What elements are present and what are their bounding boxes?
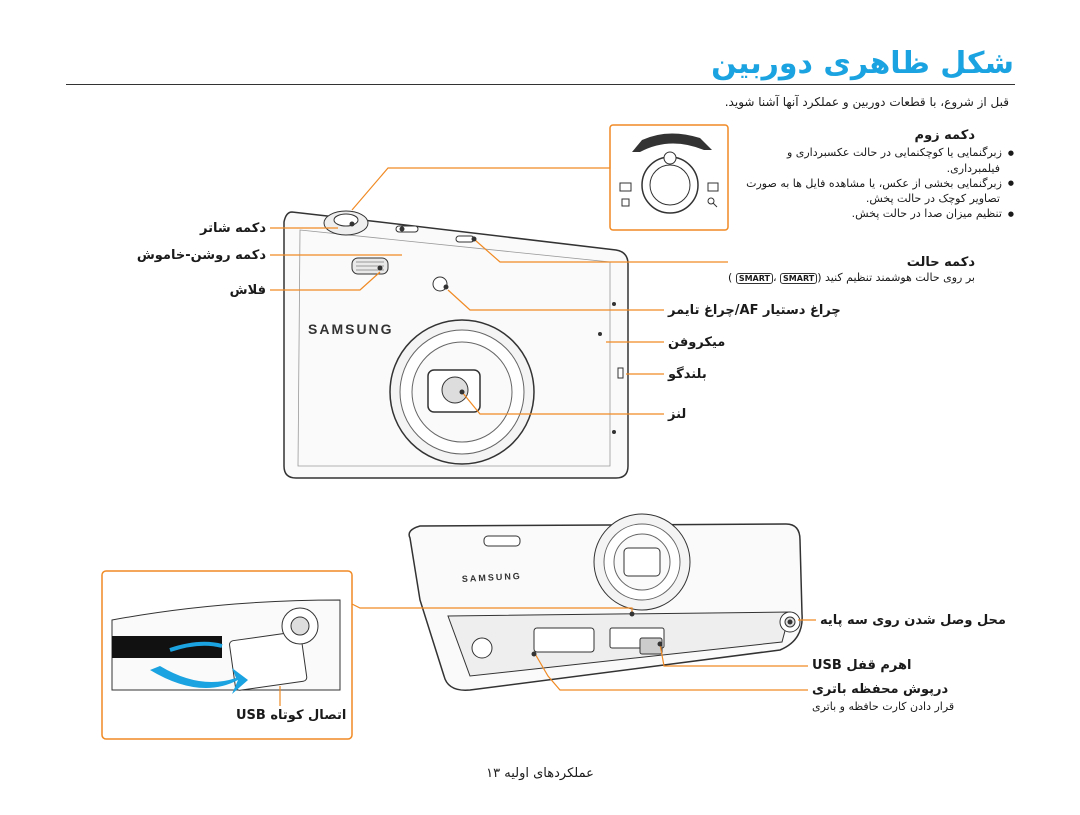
label-flash: فلاش [229, 283, 266, 298]
page-title: شکل ظاهری دوربین [711, 46, 1014, 81]
battery-door-desc: قرار دادن کارت حافظه و باتری [812, 700, 955, 713]
label-tripod: محل وصل شدن روی سه پایه [820, 613, 1006, 628]
label-battery-door: درپوش محفظه باتری [812, 682, 949, 697]
zoom-bullet-2-cont: تصاویر کوچک در حالت پخش. [865, 192, 1000, 205]
zoom-bullet-2: زبرگنمایی بخشی از عکس، یا مشاهده فایل ها… [734, 176, 1014, 192]
af-lamp [432, 276, 448, 292]
magnifier-icon [707, 197, 715, 205]
zoom-bullet-1-cont: فیلمبرداری. [946, 161, 1000, 175]
mode-desc-close: ) [728, 271, 736, 284]
mode-button [455, 235, 475, 243]
usb-cable-plug [229, 631, 308, 691]
mode-desc-text: بر روی حالت هوشمند تنظیم کنید ( [817, 271, 975, 284]
smart-auto-icon: SMART [780, 273, 818, 284]
zoom-bullet-3: تنظیم میزان صدا در حالت پخش. [734, 206, 1014, 222]
camera-brand-front: SAMSUNG [308, 321, 394, 337]
mode-description: بر روی حالت هوشمند تنظیم کنید (SMART ،SM… [728, 271, 975, 284]
label-af-lamp: چراغ دستیار AF/چراغ تایمر [668, 303, 841, 318]
camera-brand-bottom: SAMSUNG [462, 571, 522, 584]
label-power: دکمه روشن-خاموش [136, 248, 266, 263]
zoom-bullets: زبرگنمایی یا کوچکنمایی در حالت عکسبرداری… [734, 145, 1014, 222]
label-speaker: بلندگو [668, 367, 707, 382]
insert-arrow-icon [150, 666, 248, 694]
label-usb-lock: اهرم قفل USB [812, 658, 912, 673]
zoom-bullet-1: زبرگنمایی یا کوچکنمایی در حالت عکسبرداری… [734, 145, 1014, 161]
label-mode: دکمه حالت [906, 255, 975, 270]
speaker-grille [617, 367, 624, 379]
intro-text: قبل از شروع، با قطعات دوربین و عملکرد آن… [724, 95, 1009, 109]
microphone-hole [598, 332, 602, 336]
label-lens: لنز [668, 407, 687, 422]
label-microphone: میکروفن [668, 335, 726, 350]
mode-desc-sep: ، [772, 271, 781, 284]
label-usb-connector: اتصال کوتاه USB [236, 708, 347, 723]
smart-movie-icon: SMART [735, 273, 773, 284]
battery-door [533, 627, 595, 653]
zoom-heading: دکمه زوم [914, 128, 975, 143]
thumbnail-icon [619, 182, 632, 192]
title-divider [66, 84, 1015, 85]
grid-icon [621, 198, 630, 207]
page-caption: عملکردهای اولیه ۱۳ [486, 766, 594, 781]
usb-lock-lever [639, 637, 663, 655]
tele-icon [707, 182, 719, 192]
label-shutter: دکمه شاتر [200, 221, 266, 236]
zoom-dial-inner [649, 164, 691, 206]
zoom-rocker-arrow-icon [632, 133, 712, 152]
power-button [395, 225, 419, 233]
